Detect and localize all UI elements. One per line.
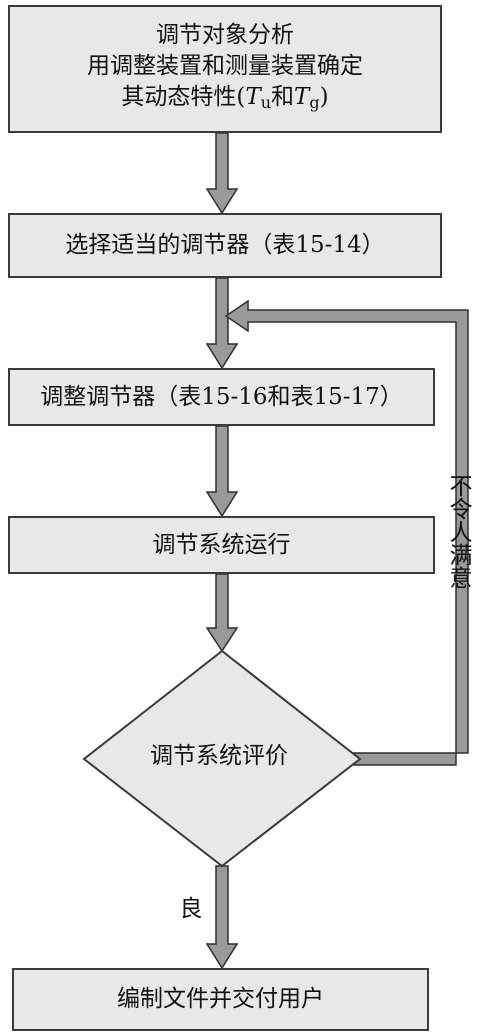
analysis-line-3-suffix: ) (319, 84, 329, 110)
tg-subscript: g (309, 93, 320, 112)
adjust-controller-label: 调整调节器（表15-16和表15-17） (40, 383, 403, 410)
tg-symbol: T (294, 84, 310, 110)
arrow-feedback-loop (224, 299, 469, 766)
arrow-adjust-to-run (205, 425, 239, 518)
analysis-line-2: 用调整装置和测量装置确定 (87, 53, 363, 79)
tu-subscript: u (260, 93, 272, 112)
analysis-line-1: 调节对象分析 (156, 22, 294, 48)
decision-diamond (82, 649, 362, 868)
arrow-analysis-to-select (205, 132, 239, 215)
analysis-line-3: 其动态特性(Tu和Tg) (121, 82, 328, 118)
step-adjust-controller-box: 调整调节器（表15-16和表15-17） (8, 368, 435, 426)
step-analysis-box: 调节对象分析 用调整装置和测量装置确定 其动态特性(Tu和Tg) (8, 5, 442, 133)
system-evaluate-label: 调节系统评价 (150, 743, 288, 769)
deliver-label: 编制文件并交付用户 (117, 986, 324, 1012)
arrow-evaluate-to-deliver (205, 865, 239, 970)
step-deliver-box: 编制文件并交付用户 (12, 968, 429, 1031)
arrow-select-to-adjust (205, 277, 239, 370)
step-system-run-box: 调节系统运行 (8, 516, 435, 574)
step-select-controller-box: 选择适当的调节器（表15-14） (8, 213, 442, 278)
system-run-label: 调节系统运行 (152, 531, 291, 558)
analysis-line-3-prefix: 其动态特性( (121, 84, 246, 110)
arrow-run-to-evaluate (205, 573, 239, 653)
tu-symbol: T (245, 84, 261, 110)
unsatisfied-label: 不令人满意 (445, 474, 471, 589)
select-controller-label: 选择适当的调节器（表15-14） (65, 232, 385, 258)
good-label: 良 (179, 896, 203, 922)
analysis-and-word: 和 (271, 84, 295, 110)
